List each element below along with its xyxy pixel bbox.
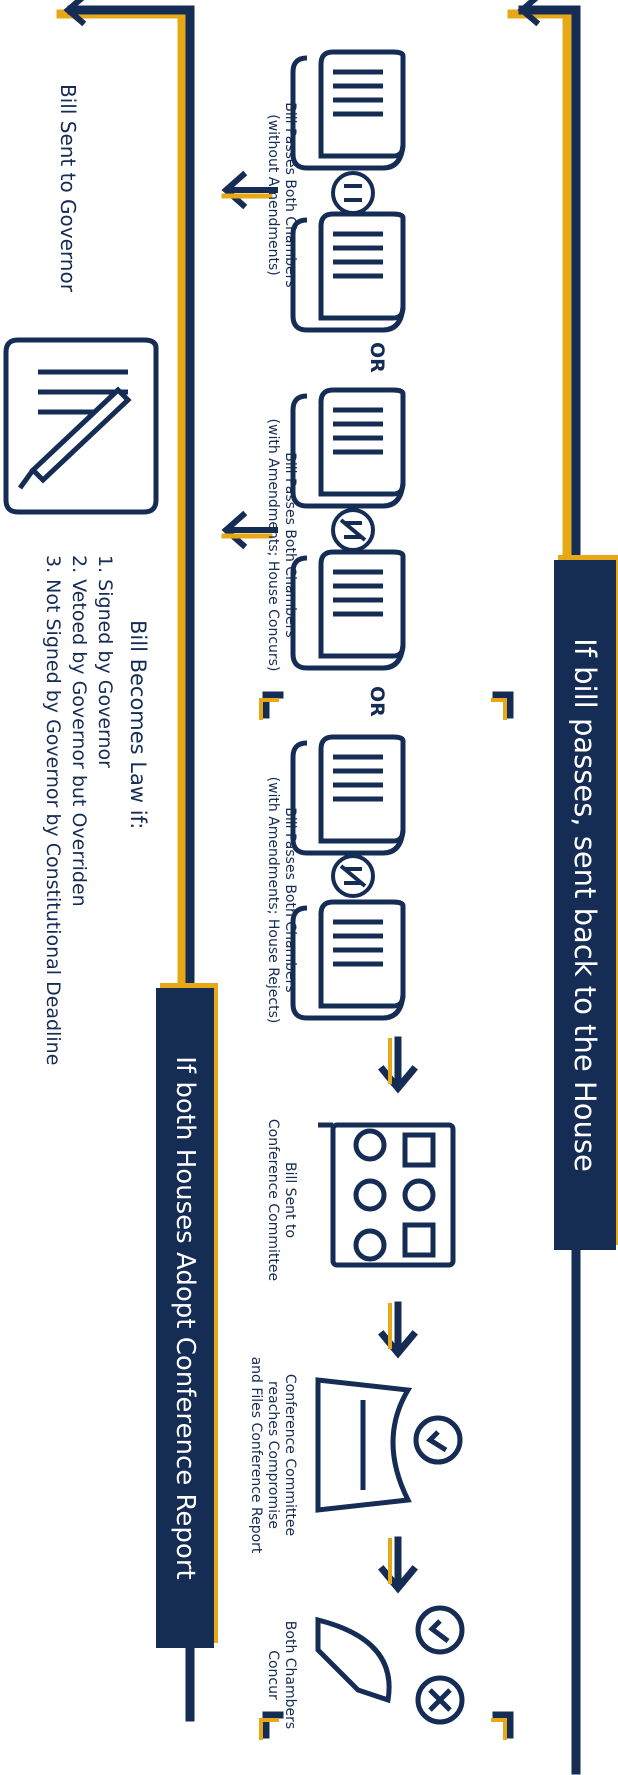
top-arrowhead [517,0,541,27]
label-line: Concur [265,1650,281,1700]
label-line: (without Amendments) [265,114,281,276]
sent-to-governor-label: Bill Sent to Governor [56,84,80,292]
label-line: Bill Passes Both Chambers [282,807,298,993]
check-x-hand-icon [315,1605,465,1725]
bill-icon-6 [293,902,403,1018]
bottom-right-corner [190,1700,223,1717]
bill-passes-concurs-label: Bill Passes Both Chambers (with Amendmen… [264,405,298,685]
not-equal-icon-2 [331,854,375,898]
label-line: Conference Committee [282,1373,298,1537]
bill-icon-4 [293,552,403,668]
banner-sent-back-to-house: If bill passes, sent back to the House [554,560,616,1250]
banner-conference-report: If both Houses Adopt Conference Report [156,988,214,1648]
equals-icon [331,171,375,215]
top-flow-line-gold [507,9,572,560]
compromise-label: Conference Committee reaches Compromise … [247,1340,298,1570]
or-label-2: OR [366,686,388,717]
governor-signing-icon [3,337,159,515]
bill-icon-2 [293,214,403,330]
label-line: Bill Passes Both Chambers [282,452,298,638]
bill-passes-without-label: Bill Passes Both Chambers (without Amend… [264,80,298,310]
label-line: Bill Sent to [282,1161,298,1239]
label-line: Bill Passes Both Chambers [282,102,298,288]
conference-committee-label: Bill Sent to Conference Committee [264,1100,298,1300]
label-line: reaches Compromise [265,1381,281,1529]
law-condition: 2. Vetoed by Governor but Overriden [68,555,90,907]
bill-passes-rejects-label: Bill Passes Both Chambers (with Amendmen… [264,760,298,1040]
not-equal-icon-1 [331,508,375,552]
label-line: and Files Conference Report [248,1356,264,1554]
label-line: (with Amendments; House Concurs) [265,418,281,672]
label-line: Conference Committee [265,1118,281,1282]
bill-icon-3 [293,390,403,506]
label-line: Both Chambers [282,1620,298,1730]
or-label-1: OR [366,342,388,373]
label-line: (with Amendments; House Rejects) [265,776,281,1024]
law-conditions-list: 1. Signed by Governor 2. Vetoed by Gover… [40,555,118,1065]
law-title: Bill Becomes Law if: [126,620,150,830]
law-condition: 3. Not Signed by Governor by Constitutio… [42,555,64,1066]
bill-icon-5 [293,737,403,853]
bill-icon-1 [293,52,403,168]
law-condition: 1. Signed by Governor [94,555,116,768]
handshake-icon [315,1377,463,1513]
both-concur-label: Both Chambers Concur [264,1600,298,1750]
bottom-arrowhead [63,0,87,27]
conference-committee-icon [318,1122,456,1268]
